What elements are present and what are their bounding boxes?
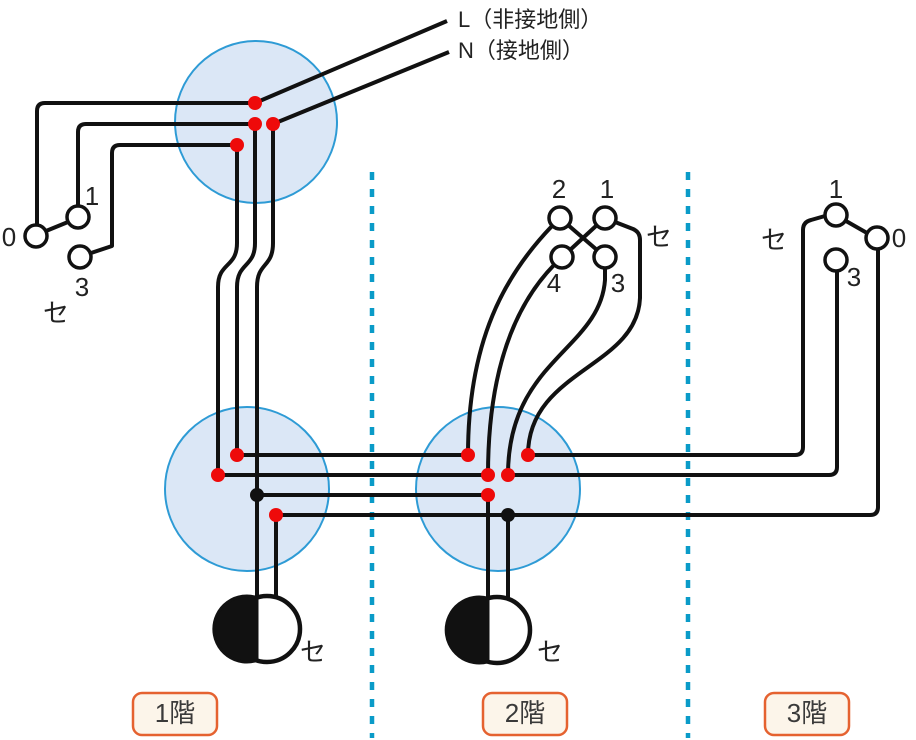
junction-box-1f	[164, 406, 330, 572]
connection-dot	[248, 96, 262, 110]
connection-dot	[266, 117, 280, 131]
wire-sw1-t1-to-box	[76, 122, 255, 206]
sw2-terminal-2	[547, 205, 573, 231]
floor-tag-2f-label: 2階	[505, 698, 545, 728]
floor-tag-1f: 1階	[131, 691, 219, 737]
lamp-1f: セ	[212, 593, 326, 667]
switch-3way-3f: 1 0 3 セ	[761, 174, 906, 292]
lamp-2f-lune	[444, 595, 490, 665]
wire-traveler1-down	[235, 124, 257, 455]
connection-dot	[481, 468, 495, 482]
lamp-1f-lune	[212, 594, 259, 664]
floor-tag-1f-box	[131, 691, 219, 737]
switch-4way-2f: 2 1 4 3 セ	[547, 174, 672, 298]
lamp-2f-circuit-label: セ	[537, 637, 563, 667]
sw2-terminal-3-label: 3	[611, 268, 625, 298]
switch-3way-1f: 0 1 3 セ	[2, 181, 99, 328]
sw1-terminal-0	[23, 223, 49, 249]
sw2-circuit-label: セ	[646, 222, 672, 252]
sw2-cross-link-b	[568, 223, 599, 252]
wire-neutral-down	[255, 124, 275, 598]
sw3-terminal-0	[864, 225, 890, 251]
sw2-terminal-1-label: 1	[600, 174, 614, 204]
floor-tag-1f-label: 1階	[155, 698, 195, 728]
wire-traveler-2f-3f-b	[508, 272, 839, 477]
wire-sw2-t3-lead	[506, 268, 607, 476]
sw1-lever	[45, 220, 69, 233]
floor-tag-3f-label: 3階	[787, 698, 827, 728]
wire-sw2-t1-lead	[526, 220, 642, 456]
connection-dot	[461, 448, 475, 462]
wire-live-feed	[254, 19, 448, 105]
sw3-terminal-0-label: 0	[892, 223, 906, 253]
tap-dot	[250, 488, 264, 502]
wire-sw2-t4-lead	[486, 263, 556, 476]
wire-traveler3-down	[216, 145, 239, 475]
floor-tag-2f: 2階	[481, 691, 569, 737]
neutral-line-label: N（接地側）	[458, 38, 584, 63]
sw1-terminal-3-label: 3	[75, 272, 89, 302]
tap-dot	[501, 508, 515, 522]
connection-dot	[269, 508, 283, 522]
sw2-terminal-4	[549, 244, 575, 270]
sw3-circuit-label: セ	[761, 225, 787, 255]
sw1-terminal-3	[67, 244, 93, 270]
sw1-terminal-1-label: 1	[85, 181, 99, 211]
wire-live-to-sw1-common	[35, 101, 255, 225]
sw3-terminal-1-label: 1	[829, 174, 843, 204]
lamp-2f: セ	[444, 594, 563, 667]
sw2-terminal-4-label: 4	[547, 268, 561, 298]
live-line-label: L（非接地側）	[458, 7, 602, 32]
connection-dot	[230, 448, 244, 462]
wire-switched-live-run	[276, 250, 880, 517]
junction-box-2f	[415, 406, 581, 572]
connection-dot	[211, 468, 225, 482]
floor-tag-3f-box	[763, 691, 851, 737]
connection-dot	[521, 448, 535, 462]
sw1-terminal-1	[65, 204, 91, 230]
connection-dot	[248, 117, 262, 131]
connection-dot	[230, 138, 244, 152]
sw3-lever	[845, 219, 868, 235]
sw3-terminal-3-label: 3	[847, 262, 861, 292]
sw2-terminal-3	[592, 244, 618, 270]
wire-neutral-feed	[272, 50, 450, 126]
wire-traveler-2f-3f-a	[528, 214, 826, 457]
sw3-terminal-3	[823, 247, 849, 273]
wire-sw1-t3-to-box	[90, 143, 237, 255]
sw3-terminal-1	[823, 202, 849, 228]
sw2-terminal-1	[592, 205, 618, 231]
floor-tag-3f: 3階	[763, 691, 851, 737]
sw1-circuit-label: セ	[43, 298, 69, 328]
floor-tag-2f-box	[481, 691, 569, 737]
sw2-terminal-2-label: 2	[552, 174, 566, 204]
connection-dot	[501, 468, 515, 482]
wire-sw2-t2-lead	[466, 224, 554, 456]
sw1-terminal-0-label: 0	[2, 222, 16, 252]
lamp-1f-circuit-label: セ	[300, 637, 326, 667]
connection-dot	[481, 488, 495, 502]
